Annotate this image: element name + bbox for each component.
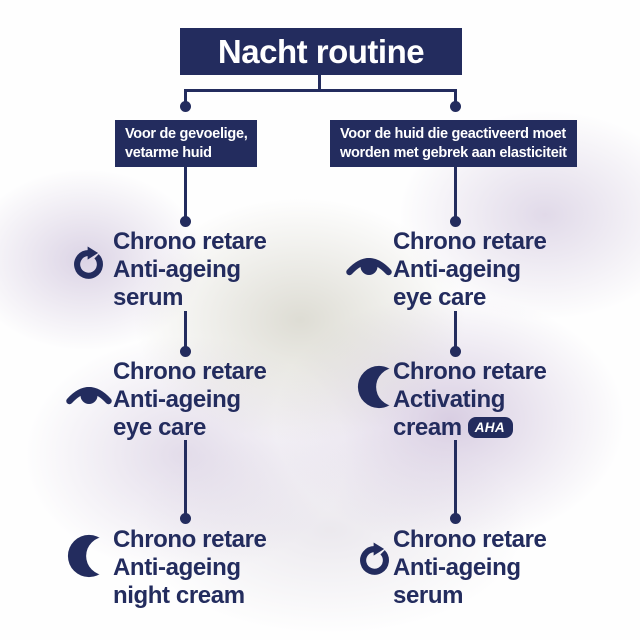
- step-line: Anti-ageing: [113, 386, 241, 413]
- step-line-text: cream: [393, 414, 462, 441]
- step-item: Chrono retare Anti-ageing serum: [393, 526, 547, 610]
- step-line: Anti-ageing: [393, 554, 521, 581]
- connector-dot: [180, 513, 191, 524]
- refresh-icon: [74, 246, 103, 279]
- connector-line: [184, 311, 187, 348]
- connector-dot: [450, 101, 461, 112]
- step-line: eye care: [113, 414, 206, 441]
- refresh-icon: [360, 542, 389, 575]
- connector-dot: [450, 513, 461, 524]
- step-line: Chrono retare: [393, 526, 547, 553]
- aha-badge: AHA: [467, 417, 513, 438]
- connector-line: [184, 89, 187, 104]
- step-line: serum: [393, 582, 464, 609]
- branch-label-line: Voor de huid die geactiveerd moet: [340, 126, 566, 142]
- connector-dot: [180, 101, 191, 112]
- branch-label-right: Voor de huid die geactiveerd moet worden…: [330, 120, 577, 167]
- connector-line: [184, 89, 457, 92]
- step-line: Chrono retare: [393, 228, 547, 255]
- connector-line: [454, 311, 457, 348]
- step-item: Chrono retare Anti-ageing serum: [113, 228, 267, 312]
- eye-icon: [66, 387, 112, 405]
- eye-icon: [346, 258, 392, 276]
- branch-label-line: Voor de gevoelige,: [125, 126, 248, 142]
- step-line: Chrono retare: [393, 358, 547, 385]
- step-line: Chrono retare: [113, 358, 267, 385]
- branch-label-left: Voor de gevoelige, vetarme huid: [115, 120, 258, 167]
- step-line: Anti-ageing: [113, 256, 241, 283]
- step-line: serum: [113, 284, 184, 311]
- connector-line: [184, 440, 187, 516]
- step-item: Chrono retare Anti-ageing night cream: [113, 526, 267, 610]
- step-line: eye care: [393, 284, 486, 311]
- step-line: Chrono retare: [113, 526, 267, 553]
- connector-dot: [180, 216, 191, 227]
- branch-label-line: worden met gebrek aan elasticiteit: [340, 144, 567, 161]
- title-box: Nacht routine: [180, 28, 462, 75]
- step-item: Chrono retare Anti-ageing eye care: [393, 228, 547, 312]
- connector-line: [184, 166, 187, 218]
- connector-line: [454, 89, 457, 104]
- moon-icon: [357, 365, 401, 409]
- moon-icon: [67, 534, 111, 578]
- connector-line: [318, 75, 321, 91]
- step-line: Activating: [393, 386, 506, 413]
- page-title: Nacht routine: [217, 33, 425, 70]
- step-line: night cream: [113, 582, 245, 609]
- connector-dot: [450, 346, 461, 357]
- connector-line: [454, 440, 457, 516]
- step-line: Anti-ageing: [393, 256, 521, 283]
- branch-label-line: vetarme huid: [125, 144, 212, 161]
- step-line: Chrono retare: [113, 228, 267, 255]
- connector-line: [454, 166, 457, 218]
- step-line: Anti-ageing: [113, 554, 241, 581]
- connector-dot: [450, 216, 461, 227]
- step-item: Chrono retare Anti-ageing eye care: [113, 358, 267, 442]
- connector-dot: [180, 346, 191, 357]
